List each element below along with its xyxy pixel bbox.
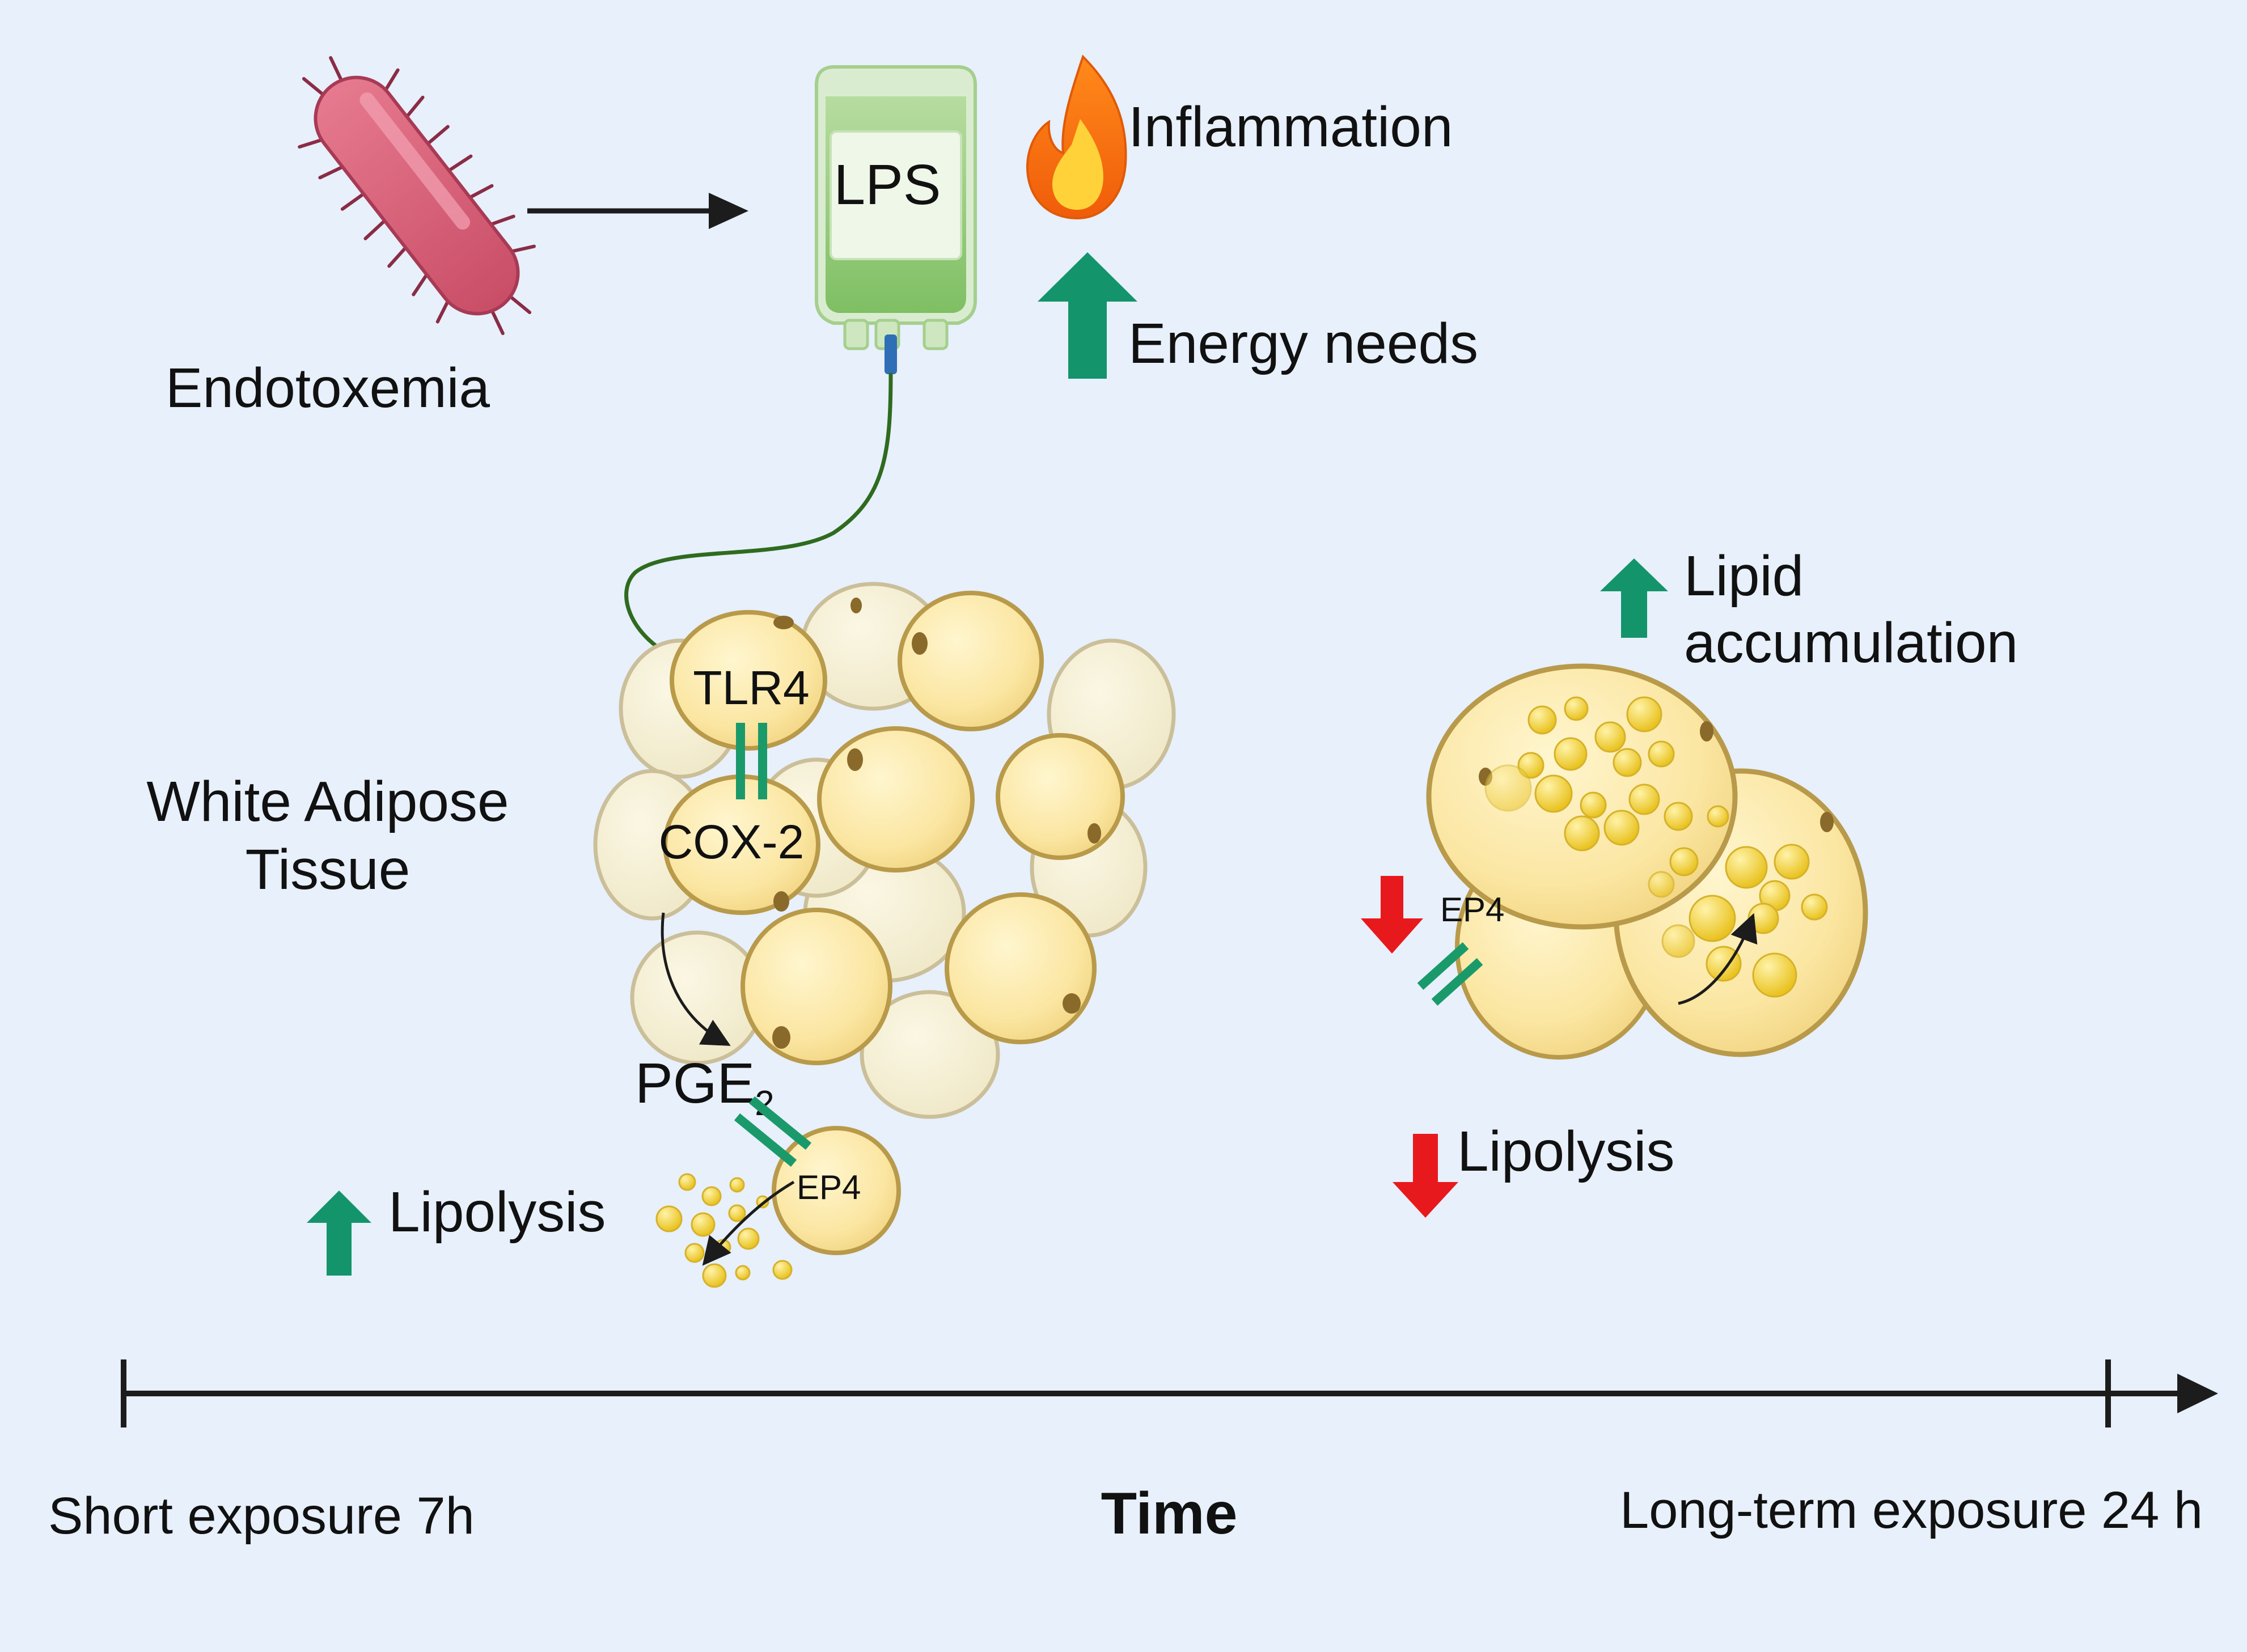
- ep4-down-arrow: [1361, 876, 1423, 954]
- lipolysis-down-arrow: [1393, 1134, 1458, 1218]
- lipid-up-arrow: [1600, 558, 1668, 638]
- lipolysis-release-arrow: [702, 1180, 795, 1266]
- tlr4-label: TLR4: [693, 661, 809, 714]
- tissue-label-line2: Tissue: [246, 838, 411, 901]
- cox2-label: COX-2: [659, 815, 805, 869]
- flame-icon: [1026, 54, 1127, 220]
- lipid-label-line2: accumulation: [1684, 611, 2018, 675]
- energy-needs-label: Energy needs: [1128, 312, 1478, 375]
- inflammation-label: Inflammation: [1128, 95, 1453, 159]
- endotoxemia-arrow: [527, 193, 748, 229]
- lipolysis-down-label: Lipolysis: [1457, 1120, 1675, 1183]
- timeline-axis-label: Time: [1101, 1481, 1238, 1547]
- lipid-droplet-cluster: [1484, 696, 1828, 998]
- ep4-label-short: EP4: [797, 1168, 861, 1206]
- hypertrophic-adipocytes: [1426, 663, 1868, 1060]
- pge2-ep4-interaction: [734, 1096, 812, 1167]
- cox2-to-pge2-arrow: [661, 912, 731, 1046]
- timeline-start-label: Short exposure 7h: [48, 1487, 475, 1545]
- ep4-label-long: EP4: [1440, 891, 1504, 929]
- adipose-tissue-cluster: [593, 582, 1176, 1255]
- endotoxemia-label: Endotoxemia: [166, 357, 490, 419]
- tlr4-adipocyte: [670, 610, 827, 751]
- iv-tube: [624, 372, 893, 660]
- timeline-end-label: Long-term exposure 24 h: [1620, 1481, 2203, 1539]
- bacterium-icon: [298, 56, 536, 336]
- lipid-droplet-icon: [655, 1173, 793, 1288]
- tissue-label-line1: White Adipose: [146, 770, 509, 833]
- tlr4-cox2-interaction: [736, 723, 767, 799]
- timeline-axis: [121, 1359, 2218, 1428]
- iv-bag-icon: [624, 65, 977, 660]
- lipolysis-up-label: Lipolysis: [388, 1180, 606, 1244]
- ep4-receptor-long: [1417, 942, 1483, 1006]
- lps-label: LPS: [833, 153, 941, 217]
- lipolysis-up-arrow: [307, 1191, 371, 1276]
- energy-up-arrow: [1038, 252, 1137, 379]
- lipid-label-line1: Lipid: [1684, 544, 1804, 608]
- ep4-adipocyte: [772, 1126, 901, 1255]
- pge2-label: PGE2: [635, 1052, 775, 1123]
- lipid-uptake-arrow: [1678, 913, 1758, 1005]
